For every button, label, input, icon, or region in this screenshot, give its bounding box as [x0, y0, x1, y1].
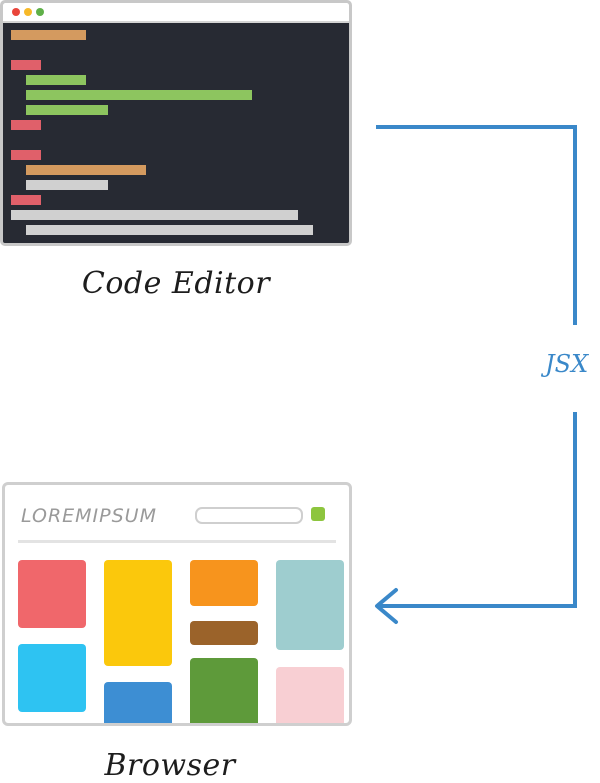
browser-logo: LOREMIPSUM [21, 505, 157, 527]
code-line [11, 60, 41, 70]
code-line [26, 75, 86, 85]
editor-titlebar [3, 3, 349, 23]
browser-caption: Browser [104, 748, 236, 783]
browser-window: LOREMIPSUM [2, 482, 352, 726]
tile-sky [18, 644, 86, 712]
maximize-dot-icon [36, 8, 44, 16]
tile-pink [276, 667, 344, 723]
code-line [11, 30, 86, 40]
tile-brown [190, 621, 258, 645]
code-line [26, 105, 108, 115]
code-line [11, 195, 41, 205]
code-line [26, 225, 313, 235]
go-button[interactable] [311, 507, 325, 521]
code-editor-caption: Code Editor [81, 266, 271, 301]
tile-yellow [104, 560, 172, 666]
tile-green [190, 658, 258, 723]
code-line [26, 165, 146, 175]
minimize-dot-icon [24, 8, 32, 16]
tile-teal [276, 560, 344, 650]
header-divider [18, 540, 336, 543]
code-line [26, 180, 108, 190]
code-line [26, 90, 252, 100]
code-line [11, 150, 41, 160]
close-dot-icon [12, 8, 20, 16]
code-line [11, 120, 41, 130]
tile-orange [190, 560, 258, 606]
arrow-line-bottom [377, 412, 577, 608]
jsx-label: JSX [545, 350, 589, 378]
tile-blue [104, 682, 172, 723]
code-editor-window [0, 0, 352, 246]
code-line [11, 210, 298, 220]
arrow-head-icon [375, 588, 398, 624]
arrow-line-top [376, 125, 577, 325]
search-bar[interactable] [195, 507, 303, 524]
tile-coral [18, 560, 86, 628]
